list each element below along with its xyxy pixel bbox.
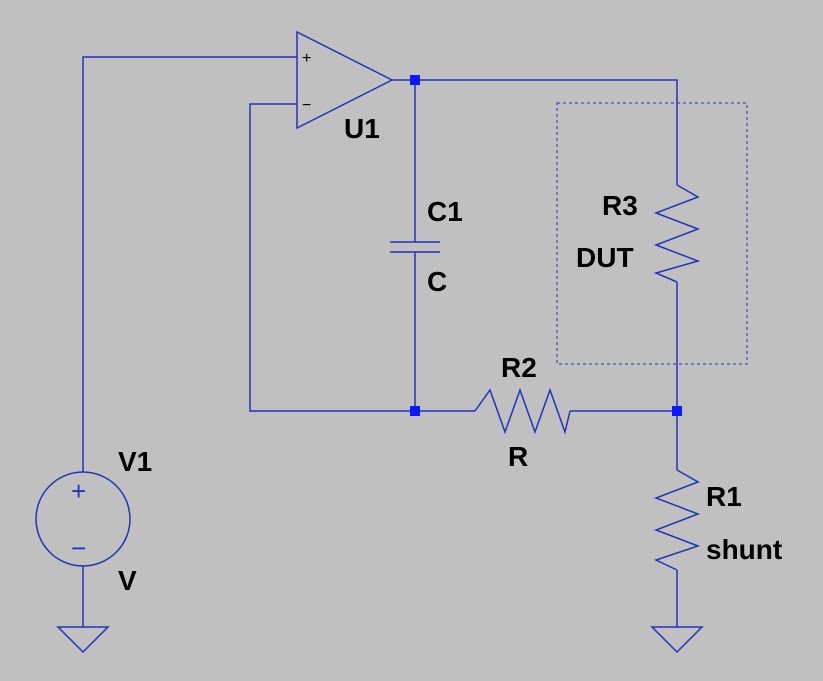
wire-opamp-minus-feedback bbox=[249, 103, 415, 412]
capacitor-symbol bbox=[390, 241, 440, 253]
r2-resistor-symbol bbox=[474, 387, 571, 435]
dut-value-label: DUT bbox=[576, 242, 634, 273]
junction-c1-r2 bbox=[410, 406, 420, 416]
wire-opamp-output bbox=[392, 79, 678, 185]
dut-enclosure-box bbox=[556, 102, 748, 365]
opamp-symbol bbox=[296, 30, 394, 130]
junction-opamp-output bbox=[410, 75, 420, 85]
opamp-plus-marker: + bbox=[302, 50, 311, 67]
capacitor-ref-label: C1 bbox=[427, 196, 463, 227]
r2-ref-label: R2 bbox=[501, 352, 537, 383]
source-minus-marker: − bbox=[71, 533, 86, 563]
r1-resistor-symbol bbox=[653, 469, 701, 571]
source-plus-marker: + bbox=[71, 476, 86, 506]
ground-symbol-v1 bbox=[56, 626, 110, 654]
r3-resistor-symbol bbox=[653, 184, 701, 283]
dut-ref-label: R3 bbox=[602, 190, 638, 221]
source-ref-label: V1 bbox=[118, 446, 153, 477]
shunt-value-label: shunt bbox=[706, 534, 783, 565]
capacitor-value-label: C bbox=[427, 266, 448, 297]
voltage-source-symbol bbox=[35, 471, 131, 567]
opamp-ref-label: U1 bbox=[344, 113, 380, 144]
source-value-label: V bbox=[118, 565, 137, 596]
shunt-ref-label: R1 bbox=[706, 481, 742, 512]
opamp-minus-marker: − bbox=[302, 97, 311, 114]
wire-v1-to-opamp-plus bbox=[82, 56, 297, 472]
ground-symbol-r1 bbox=[650, 626, 704, 654]
junction-r2-r1 bbox=[672, 406, 682, 416]
r2-value-label: R bbox=[508, 441, 529, 472]
